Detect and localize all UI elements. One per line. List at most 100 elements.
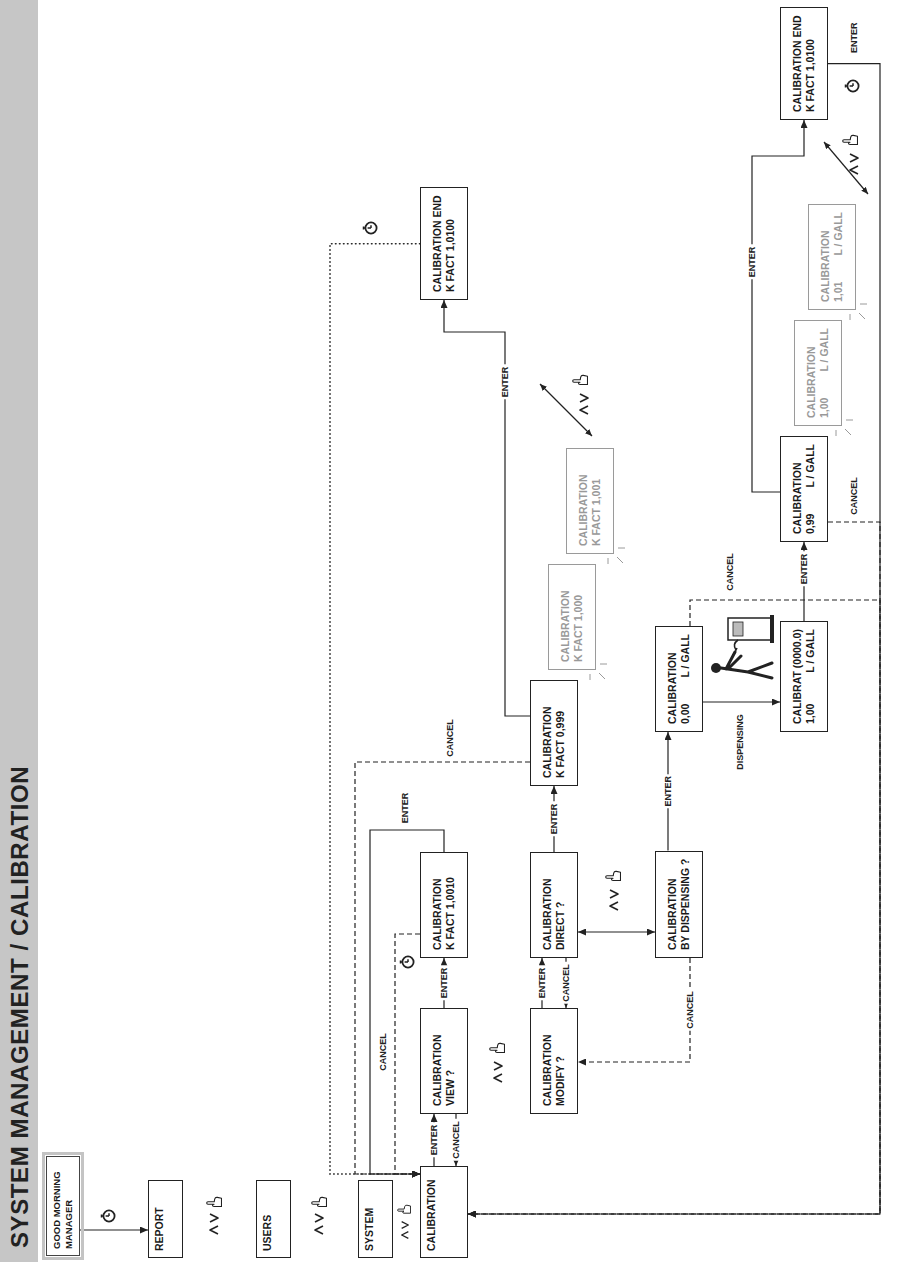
key-label: ENTER (537, 966, 548, 1001)
key-label: CANCEL (561, 962, 572, 1004)
screen-text: GOOD MORNING MANAGER (51, 1171, 74, 1249)
value-ghost-box: CALIBRATION1,01L / GALL (808, 204, 856, 310)
screen-text: L / GALL (804, 629, 817, 673)
screen-text: SYSTEM (363, 1208, 375, 1251)
key-label: ENTER (799, 552, 810, 587)
menu-box: SYSTEM (358, 1180, 393, 1258)
screen-text: 1,00 (804, 704, 817, 724)
diagram-title: SYSTEM MANAGEMENT / CALIBRATION (6, 766, 34, 1248)
screen-text: 1,00 (818, 398, 831, 418)
display-box: CALIBRATION0,99L / GALL (780, 436, 828, 542)
display-box: CALIBRATIONMODIFY ? (530, 1008, 578, 1114)
title-band (0, 0, 38, 1262)
menu-box: USERS (256, 1180, 291, 1258)
hand-icon (490, 1043, 505, 1052)
flow-connector (468, 600, 880, 1214)
flow-connector (468, 64, 880, 1214)
display-box: CALIBRATION ENDK FACT 1,0100 (420, 187, 468, 300)
display-box: CALIBRATIONDIRECT ? (530, 852, 578, 958)
screen-text: VIEW ? (444, 1070, 456, 1106)
screen-text: L / GALL (832, 212, 845, 256)
screen-text: CALIBRATION (541, 878, 553, 950)
updown-key (580, 394, 588, 414)
screen-text: K FACT 1,0100 (804, 39, 816, 112)
key-label: ENTER (747, 245, 758, 280)
screen-text: CALIBRATION (431, 1034, 443, 1106)
screen-text: CALIBRATION (541, 1034, 553, 1106)
display-box: CALIBRATION0,00 L / GALL (655, 626, 703, 732)
pump-base (770, 615, 774, 643)
person-body (721, 652, 772, 678)
screen-text: 1,01 (832, 282, 845, 302)
key-label: ENTER (500, 365, 511, 400)
display-box: CALIBRATIONK FACT 0,999 (530, 680, 578, 786)
menu-box: REPORT (148, 1180, 183, 1258)
flow-connector (395, 934, 420, 1174)
screen-text: CALIBRATION (666, 878, 678, 950)
flow-connector (330, 244, 420, 1174)
fuel-pump (728, 618, 772, 640)
hand-icon (573, 375, 588, 384)
screen-text: L / GALL (679, 634, 692, 678)
person-head (711, 663, 721, 673)
key-label: ENTER (549, 802, 560, 837)
screen-text: 0,99 (804, 514, 817, 534)
updown-key (494, 1062, 502, 1082)
screen-text: BY DISPENSING ? (679, 859, 691, 950)
screen-text: CALIBRATION (541, 706, 553, 778)
updown-key (315, 1214, 323, 1234)
greeting-screen: GOOD MORNING MANAGER (46, 1156, 80, 1256)
menu-box: CALIBRATION (420, 1166, 468, 1258)
screen-text: DIRECT ? (554, 902, 566, 950)
key-label: CANCEL (725, 551, 736, 593)
flow-connector (444, 300, 530, 716)
dispensing-illustration (711, 615, 774, 678)
flow-connector (370, 830, 444, 1174)
updown-key (850, 154, 858, 174)
screen-text: K FACT 0,999 (554, 711, 566, 778)
timeout-clock (102, 1210, 115, 1221)
screen-text: CALIBRATION (577, 474, 589, 546)
key-label: CANCEL (685, 989, 696, 1031)
timeout-clock (846, 80, 859, 91)
value-ghost-box: CALIBRATIONK FACT 1,001 (566, 448, 614, 554)
screen-text: USERS (261, 1215, 273, 1251)
key-label: ENTER (849, 20, 860, 55)
hand-icon (207, 1197, 222, 1206)
screen-text: CALIBRATION (791, 462, 803, 534)
updown-stroke (540, 384, 592, 436)
screen-text: CALIBRATION END (431, 195, 443, 292)
screen-text: K FACT 1,000 (572, 595, 584, 662)
timeout-clock (401, 956, 414, 967)
hand-icon (398, 1205, 411, 1213)
display-box: CALIBRAT (0000.0)1,00 L / GALL (780, 621, 828, 732)
screen-text: 0,00 (679, 704, 692, 724)
key-label: CANCEL (451, 1119, 462, 1161)
screen-text: CALIBRATION (666, 652, 678, 724)
screen-text: K FACT 1,0010 (444, 877, 456, 950)
key-label: DISPENSING (735, 712, 746, 772)
screen-text: K FACT 1,001 (590, 479, 602, 546)
screen-text: CALIBRATION (431, 878, 443, 950)
fuel-hose (734, 640, 738, 654)
screen-text: REPORT (153, 1207, 165, 1251)
key-label: CANCEL (378, 1031, 389, 1073)
hand-icon (843, 135, 858, 144)
screen-text: CALIBRAT (0000.0) (791, 629, 803, 724)
display-box: CALIBRATIONBY DISPENSING ? (655, 851, 703, 958)
screen-text: K FACT 1,0100 (444, 219, 456, 292)
key-label: CANCEL (849, 475, 860, 517)
screen-text: CALIBRATION (559, 590, 571, 662)
value-ghost-box: CALIBRATION1,00 L / GALL (794, 320, 842, 426)
updown-stroke (824, 142, 868, 194)
display-box: CALIBRATION ENDK FACT 1,0100 (780, 7, 828, 120)
screen-text: L / GALL (818, 328, 831, 372)
updown-key (402, 1222, 409, 1239)
key-label: ENTER (663, 774, 674, 809)
screen-text: CALIBRATION (805, 346, 817, 418)
key-label: CANCEL (445, 717, 456, 759)
updown-key (210, 1214, 218, 1234)
screen-text: CALIBRATION (425, 1179, 437, 1251)
updown-key (610, 890, 618, 910)
display-box: CALIBRATIONVIEW ? (420, 1008, 468, 1114)
